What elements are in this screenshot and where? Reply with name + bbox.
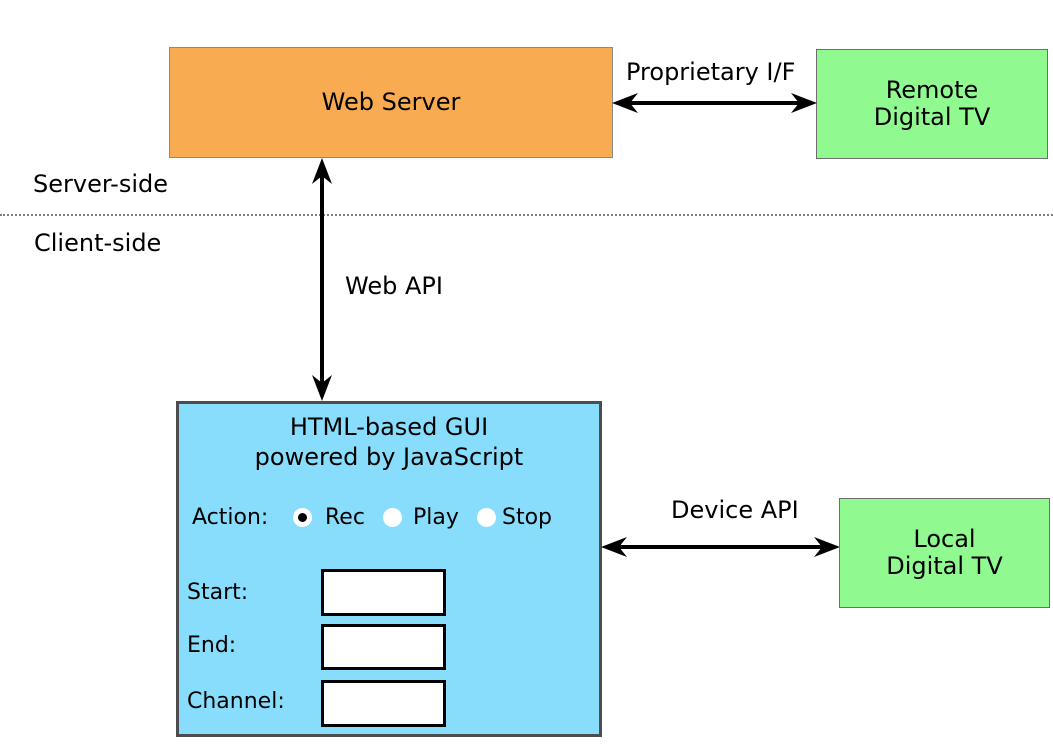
radio-rec[interactable] [293, 508, 312, 527]
gui-title-line1: HTML-based GUI [289, 413, 489, 441]
client-server-divider [0, 214, 1053, 216]
start-label: Start: [187, 580, 249, 605]
gui-title: HTML-based GUI powered by JavaScript [176, 412, 602, 472]
web-server-box: Web Server [169, 47, 613, 158]
remote-digital-tv-box: Remote Digital TV [816, 49, 1048, 159]
local-tv-label-line1: Local [913, 525, 976, 553]
channel-input[interactable] [321, 680, 446, 727]
remote-tv-label-line2: Digital TV [873, 103, 991, 131]
web-api-label: Web API [345, 272, 443, 300]
local-digital-tv-box: Local Digital TV [839, 498, 1050, 608]
radio-rec-label: Rec [325, 505, 365, 530]
radio-play[interactable] [383, 508, 402, 527]
remote-tv-label-line1: Remote [885, 76, 979, 104]
start-input[interactable] [321, 569, 446, 616]
proprietary-if-label: Proprietary I/F [626, 58, 796, 86]
device-api-label: Device API [671, 496, 799, 524]
local-tv-label-line2: Digital TV [886, 552, 1003, 580]
web-api-arrow [312, 158, 332, 401]
action-label: Action: [192, 505, 269, 530]
channel-label: Channel: [187, 689, 285, 714]
radio-play-label: Play [413, 505, 459, 530]
server-side-label: Server-side [33, 170, 168, 198]
end-input[interactable] [321, 624, 446, 670]
end-label: End: [187, 633, 237, 658]
device-api-arrow [601, 537, 840, 557]
proprietary-if-arrow [612, 93, 817, 113]
web-server-label: Web Server [321, 88, 461, 116]
client-side-label: Client-side [34, 229, 162, 257]
radio-rec-dot [298, 513, 307, 522]
radio-stop[interactable] [477, 508, 496, 527]
gui-title-line2: powered by JavaScript [254, 443, 524, 471]
radio-stop-label: Stop [502, 505, 553, 530]
